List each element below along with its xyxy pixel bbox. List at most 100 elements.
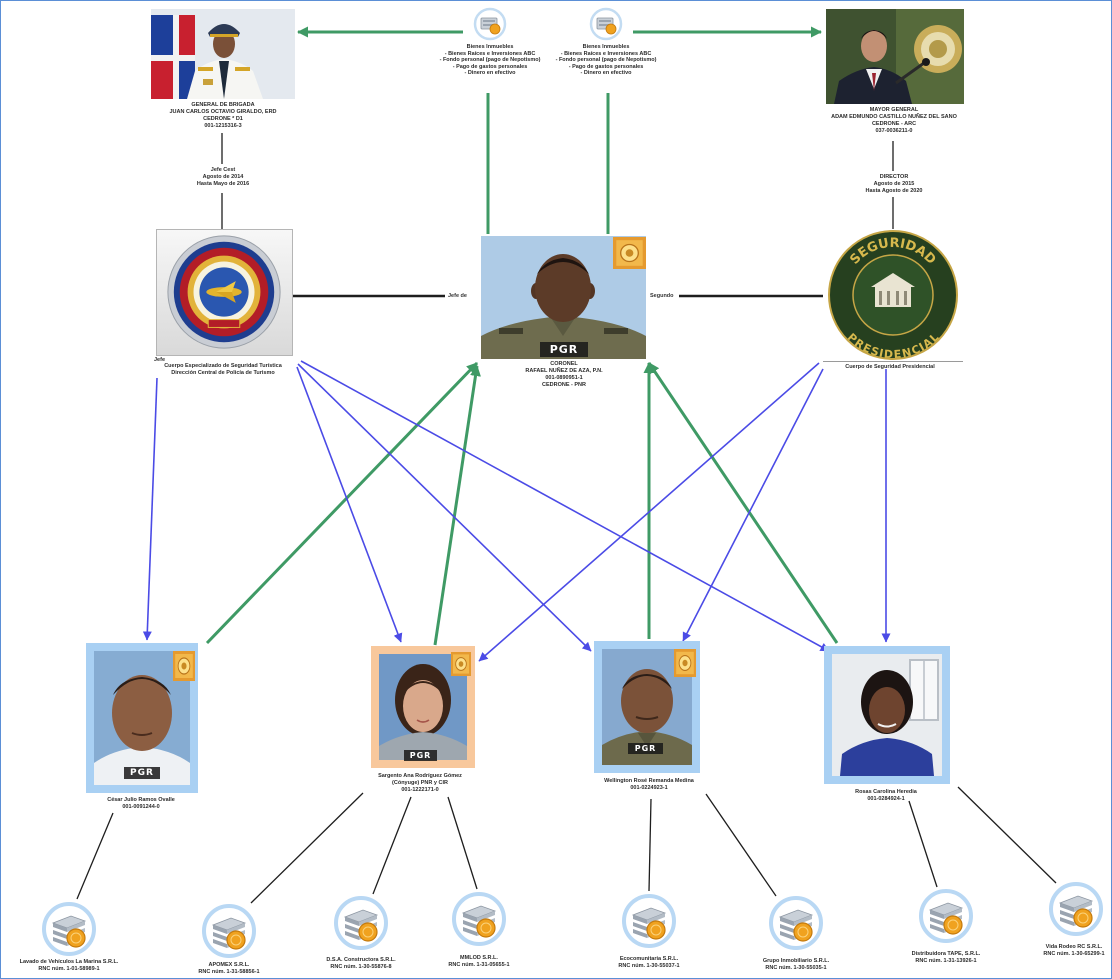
tourism-police-emblem-icon [167,235,281,349]
person-id: 037-0036211-0 [875,128,913,134]
company-icon[interactable] [918,888,974,944]
company-name: Grupo Inmobiliario S.R.L. [762,958,830,964]
center-person-caption: CORONEL RAFAEL NUÑEZ DE AZA, P.N. 001-08… [494,361,634,389]
associate-caption-2: Sargento Ana Rodríguez Gómez (Cónyuge) P… [340,773,500,794]
company-icon-graphic [333,895,389,951]
org-name: Cuerpo de Seguridad Presidencial [845,364,935,370]
associate-portrait [832,654,942,776]
asset-icon-graphic [589,7,623,41]
badge-icon [451,652,471,676]
badge-icon-graphic [173,651,195,681]
badge-icon-graphic [674,649,696,677]
left-org-logo[interactable] [156,229,293,356]
asset-item: - Bienes Raíces e Inversiones ABC [444,50,536,57]
director-portrait [826,9,964,104]
company-caption-4: MMLOD S.R.L. RNC núm. 1-31-05655-1 [424,955,534,968]
company-link-7 [908,800,938,888]
company-icon-graphic [621,893,677,949]
company-rnc: RNC núm. 1-30-55037-1 [618,962,680,969]
pgr-stamp: PGR [404,750,437,761]
company-caption-1: Lavado de Vehículos La Marina S.R.L. RNC… [9,959,129,972]
badge-icon [613,237,646,269]
company-caption-3: D.S.A. Constructora S.R.L. RNC núm. 1-30… [306,957,416,970]
company-icon[interactable] [451,891,507,947]
asset-title: Bienes Inmuebles [582,44,630,50]
green-arrow-associate-4 [647,362,839,644]
person-id: 001-1215316-3 [204,123,242,129]
blue-arrow-right-org-2 [478,362,820,662]
company-icon[interactable] [621,893,677,949]
company-link-4 [447,796,478,890]
org-division: Dirección Central de Policía de Turismo [171,370,275,376]
edge-label-left: Jefe de [448,293,467,299]
company-name: MMLOD S.R.L. [460,955,498,961]
asset-item: - Bienes Raíces e Inversiones ABC [560,50,652,57]
asset-item: - Fondo personal (pago de Nepotismo) [439,57,541,63]
company-icon-graphic [451,891,507,947]
center-person-photo[interactable] [481,236,646,359]
rank: GENERAL DE BRIGADA [191,102,255,108]
company-rnc: RNC núm. 1-31-05655-1 [448,961,510,968]
company-rnc: RNC núm. 1-31-58856-1 [198,968,260,975]
asset-icon-graphic [473,7,507,41]
company-name: Lavado de Vehículos La Marina S.R.L. [19,959,119,965]
person-role: CEDRONE * D1 [203,116,243,122]
company-rnc: RNC núm. 1-30-55876-8 [330,963,392,970]
company-icon-graphic [41,901,97,957]
tenure-start: Agosto de 2014 [202,174,244,180]
person-id: 001-0224923-1 [630,785,668,791]
company-caption-5: Ecocomunitaria S.R.L. RNC núm. 1-30-5503… [594,956,704,969]
person-role: (Cónyuge) PNR y CIR [392,780,448,786]
right-org-logo[interactable]: SEGURIDAD PRESIDENCIAL [823,229,963,361]
company-name: D.S.A. Constructora S.R.L. [326,957,396,963]
company-link-3 [372,796,412,895]
green-arrow-associate-2 [433,365,481,646]
associate-photo-4[interactable] [824,646,950,784]
company-icon[interactable] [201,903,257,959]
asset-title: Bienes Inmuebles [466,44,514,50]
person-name: JUAN CARLOS OCTAVIO GIRALDO, ERD [169,109,277,115]
pgr-stamp: PGR [540,342,588,357]
green-arrow-associate-1 [205,361,479,645]
right-org-caption: Cuerpo de Seguridad Presidencial [830,364,950,371]
asset-caption-2: Bienes Inmuebles - Bienes Raíces e Inver… [541,44,671,77]
rank: MAYOR GENERAL [869,107,919,113]
company-icon[interactable] [1048,881,1104,937]
top-left-person-photo[interactable] [151,9,295,99]
person-name: Rosas Carolina Heredia [855,789,917,795]
company-caption-7: Distribuidora TAPE, S.R.L. RNC núm. 1-31… [891,951,1001,964]
company-icon[interactable] [333,895,389,951]
company-name: Ecocomunitaria S.R.L. [619,956,679,962]
person-name: RAFAEL NUÑEZ DE AZA, P.N. [525,368,603,374]
company-caption-8: Vida Rodeo RC S.R.L. RNC núm. 1-30-65299… [1039,944,1109,957]
person-role: CEDRONE - PNR [541,382,586,388]
blue-arrow-left-org-4 [300,360,830,652]
company-icon[interactable] [41,901,97,957]
presidential-security-seal-icon: SEGURIDAD PRESIDENCIAL [828,230,958,361]
person-id: 001-1222171-0 [401,787,439,793]
top-right-person-caption: MAYOR GENERAL ADAM EDMUNDO CASTILLO NUÑE… [809,107,979,135]
blue-arrow-left-org-1 [142,377,158,641]
general-portrait [151,9,295,99]
person-id: 001-0091244-0 [122,804,160,810]
company-name: Vida Rodeo RC S.R.L. [1045,944,1103,950]
top-right-person-photo[interactable] [826,9,964,104]
asset-icon[interactable] [589,7,623,41]
pgr-stamp: PGR [124,767,160,779]
company-rnc: RNC núm. 1-30-65299-1 [1043,950,1105,957]
company-icon[interactable] [768,895,824,951]
company-caption-2: APOMEX S.R.L. RNC núm. 1-31-58856-1 [174,962,284,975]
tenure-end: Hasta Agosto de 2020 [865,188,923,194]
blue-arrow-left-org-2 [296,366,403,643]
badge-icon [674,649,696,677]
company-rnc: RNC núm. 1-31-13926-1 [915,957,977,964]
top-right-tenure-label: DIRECTOR Agosto de 2015 Hasta Agosto de … [834,174,954,195]
left-org-caption: Cuerpo Especializado de Seguridad Turíst… [123,363,323,377]
asset-icon[interactable] [473,7,507,41]
badge-icon-graphic [451,652,471,676]
tenure-end: Hasta Mayo de 2016 [196,181,250,187]
company-name: APOMEX S.R.L. [208,962,250,968]
org-name: Cuerpo Especializado de Seguridad Turíst… [164,363,282,369]
